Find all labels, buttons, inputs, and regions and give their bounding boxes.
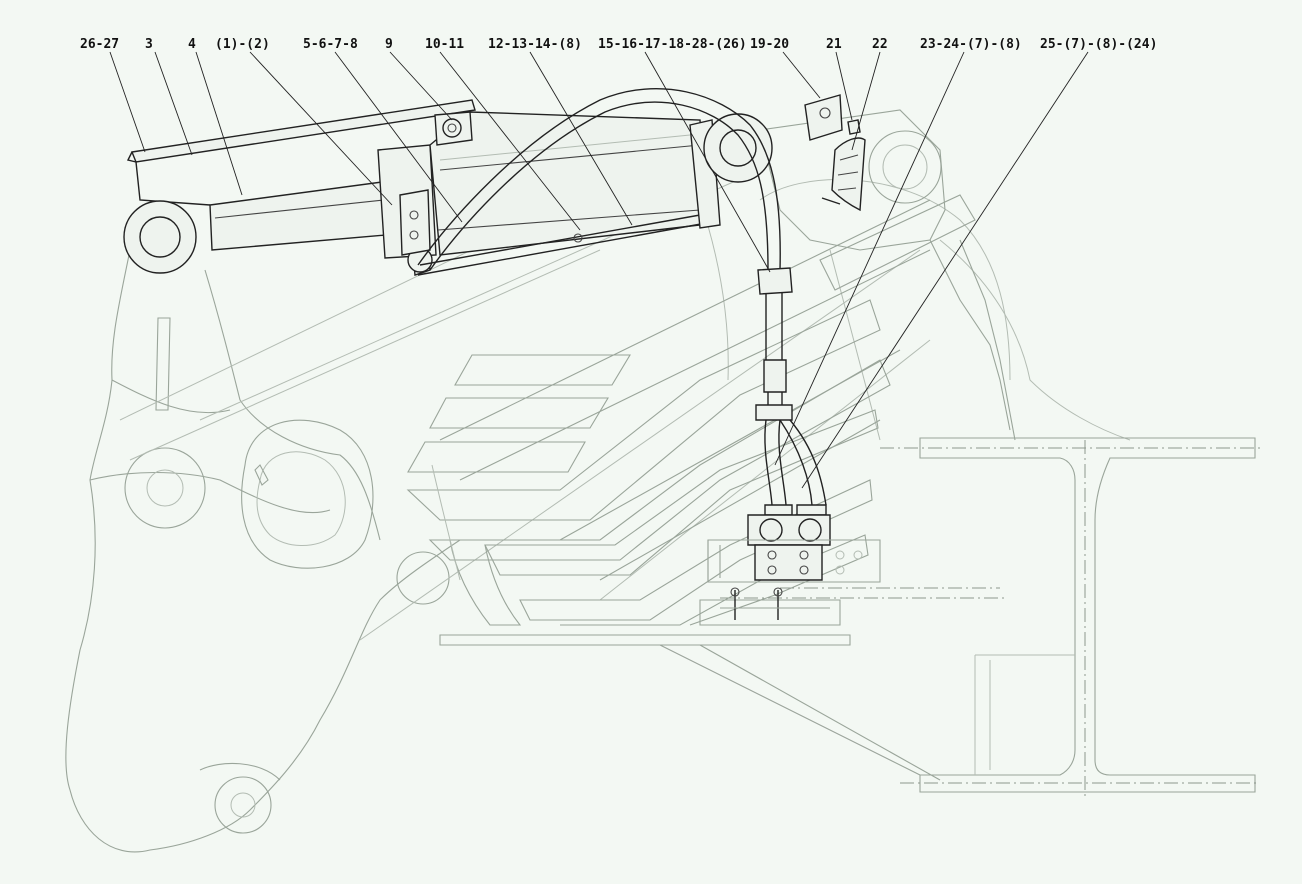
callout-9: 9: [385, 37, 393, 52]
callout-22: 22: [872, 37, 888, 52]
callout-15-16-17-18-28-26: 15-16-17-18-28-(26): [598, 37, 747, 52]
callout-21: 21: [826, 37, 842, 52]
valve-block: [699, 514, 881, 626]
callout-10-11: 10-11: [425, 37, 464, 52]
callout-5-6-7-8: 5-6-7-8: [303, 37, 358, 52]
callout-19-20: 19-20: [750, 37, 789, 52]
callout-1-2: (1)-(2): [215, 37, 270, 52]
callout-23-24-7-8: 23-24-(7)-(8): [920, 37, 1022, 52]
callout-3: 3: [145, 37, 153, 52]
leader-lines: [109, 51, 1089, 489]
callout-labels: 26-27 3 4 (1)-(2) 5-6-7-8 9 10-11 12-13-…: [80, 37, 1157, 52]
hydraulic-cylinder-assembly: [123, 99, 773, 276]
hydraulic-hose: [417, 88, 827, 516]
bracket-parts: [804, 94, 866, 212]
callout-25-7-8-24: 25-(7)-(8)-(24): [1040, 37, 1157, 52]
callout-4: 4: [188, 37, 196, 52]
callout-12-13-14-8: 12-13-14-(8): [488, 37, 582, 52]
callout-26-27: 26-27: [80, 37, 119, 52]
